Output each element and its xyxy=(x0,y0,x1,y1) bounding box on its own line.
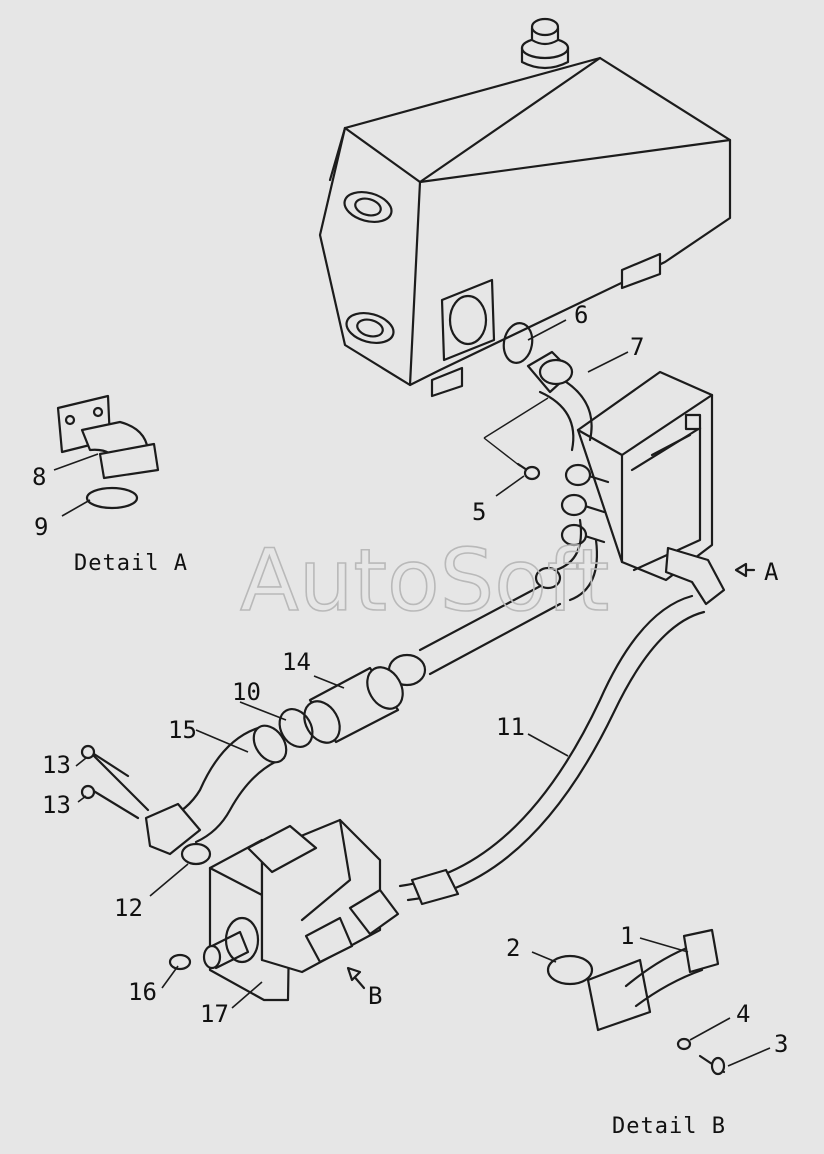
callout-4: 4 xyxy=(736,1000,750,1028)
bolt-5 xyxy=(483,397,549,481)
callout-12: 12 xyxy=(114,894,143,922)
pump-inlet-flange xyxy=(86,748,202,856)
detail-b-bolt-3 xyxy=(698,1054,726,1076)
o-ring-6 xyxy=(502,322,534,364)
callout-1: 1 xyxy=(620,922,634,950)
bolt-13a xyxy=(80,744,130,778)
detail-a-o-ring-9 xyxy=(85,486,139,510)
detail-b-marker: B xyxy=(368,982,382,1010)
pressure-hose-11 xyxy=(398,594,706,906)
detail-a-caption: Detail A xyxy=(74,551,188,576)
callout-14: 14 xyxy=(282,648,311,676)
control-valve xyxy=(560,370,726,606)
callout-11: 11 xyxy=(496,713,525,741)
callout-5: 5 xyxy=(472,498,486,526)
callout-6: 6 xyxy=(574,301,588,329)
callout-10: 10 xyxy=(232,678,261,706)
detail-b-washer-4 xyxy=(676,1037,692,1051)
suction-hose-7 xyxy=(526,350,593,452)
suction-line xyxy=(387,518,598,687)
detail-a-elbow-8 xyxy=(56,394,160,480)
marker-b-arrow xyxy=(346,966,366,990)
detail-b-elbow-1 xyxy=(586,928,720,1032)
detail-b-o-ring-2 xyxy=(546,954,594,986)
o-ring-12 xyxy=(180,842,212,866)
callout-13-lower: 13 xyxy=(42,791,71,819)
detail-a-marker: A xyxy=(764,558,779,586)
bolt-13b xyxy=(80,784,96,800)
callout-7: 7 xyxy=(630,333,644,361)
leader-lines xyxy=(53,319,771,1067)
callout-8: 8 xyxy=(32,463,46,491)
callout-13-upper: 13 xyxy=(42,751,71,779)
callout-3: 3 xyxy=(774,1030,788,1058)
hose-sleeve-14 xyxy=(303,666,404,744)
hydraulic-pump-17 xyxy=(202,818,400,1002)
washer-16 xyxy=(168,953,192,971)
detail-b-caption: Detail B xyxy=(612,1114,726,1139)
clamp-10 xyxy=(278,708,314,748)
callout-17: 17 xyxy=(200,1000,229,1028)
callout-15: 15 xyxy=(168,716,197,744)
callout-9: 9 xyxy=(34,513,48,541)
callout-2: 2 xyxy=(506,934,520,962)
watermark: AutoSoft xyxy=(240,531,609,631)
callout-16: 16 xyxy=(128,978,157,1006)
hydraulic-tank xyxy=(318,17,732,398)
marker-a-arrow xyxy=(734,562,756,578)
